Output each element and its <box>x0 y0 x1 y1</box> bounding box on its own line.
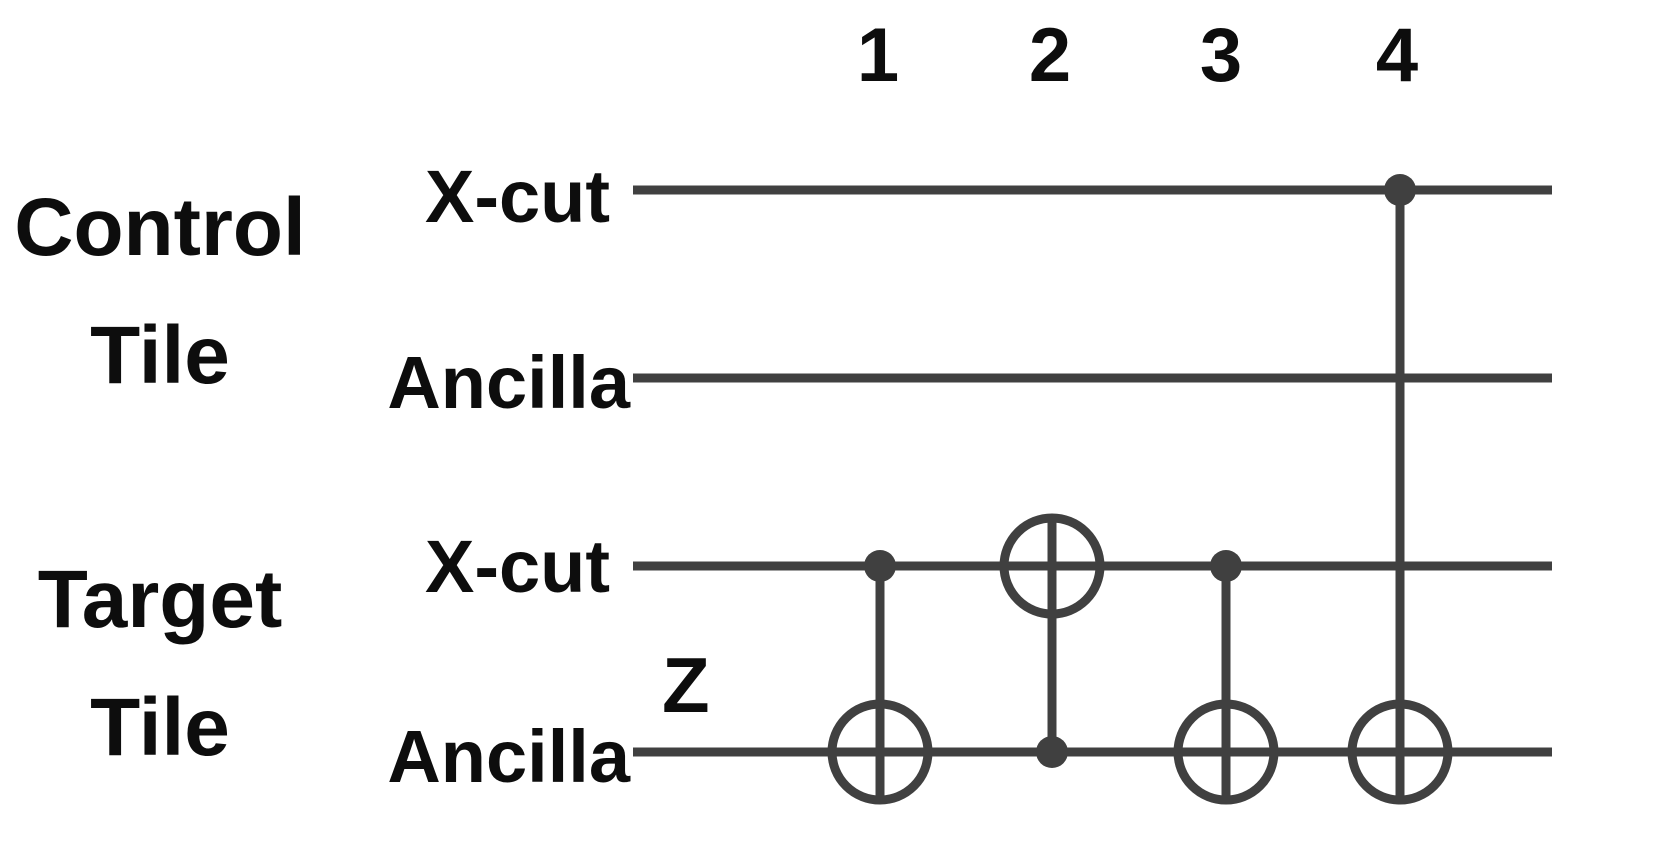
qubit-label-control-ancilla: Ancilla <box>387 341 630 424</box>
target-tile-line1: Target <box>37 554 283 645</box>
step-label-4: 4 <box>1375 13 1419 98</box>
qubit-label-control-xcut: X-cut <box>425 155 610 238</box>
control-tile-label: Control Tile <box>0 164 340 420</box>
cnot-control-dot-4 <box>1384 174 1416 206</box>
control-tile-line1: Control <box>14 182 306 273</box>
cnot-control-dot-2 <box>1036 736 1068 768</box>
control-tile-line2: Tile <box>90 310 230 401</box>
step-label-2: 2 <box>1028 13 1072 98</box>
cnot-control-dot-3 <box>1210 550 1242 582</box>
step-label-1: 1 <box>856 13 900 98</box>
target-tile-label: Target Tile <box>0 536 340 792</box>
step-label-3: 3 <box>1199 13 1243 98</box>
target-tile-line2: Tile <box>90 682 230 773</box>
qubit-label-target-xcut: X-cut <box>425 525 610 608</box>
initial-state-label: Z <box>662 641 710 729</box>
qubit-label-target-ancilla: Ancilla <box>387 715 630 798</box>
cnot-control-dot-1 <box>864 550 896 582</box>
